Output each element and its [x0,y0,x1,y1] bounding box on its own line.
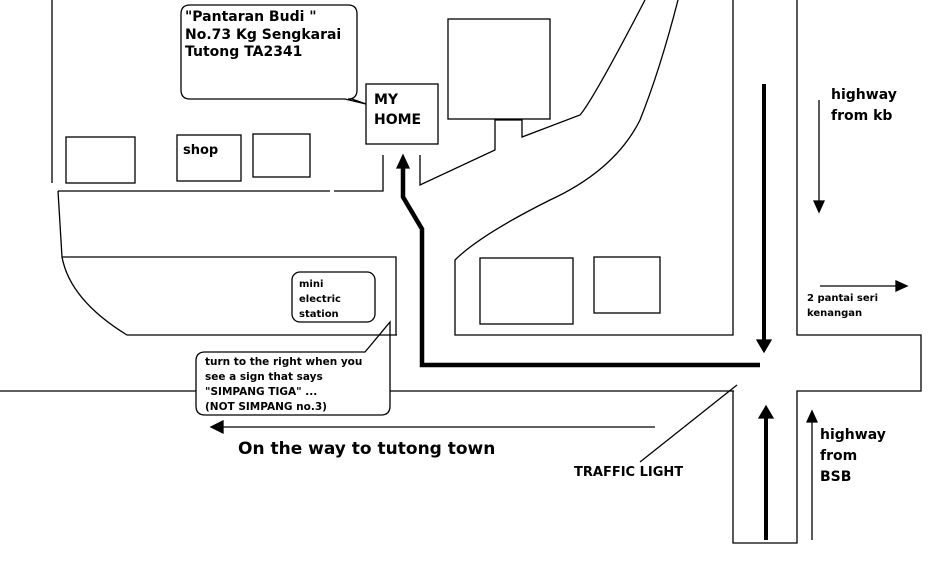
arrow-head-up-icon [757,404,775,419]
road-edge [58,155,384,192]
mini-station-label: mini electric station [299,277,341,322]
station-line: mini [299,279,324,290]
highway-kb-label: highway from kb [831,85,897,127]
highway-bsb-line: BSB [820,469,852,485]
home-label-line: MY [374,92,399,108]
highway-bsb-label: highway from BSB [820,425,886,488]
direction-line: see a sign that says [205,371,323,383]
traffic-light-label: TRAFFIC LIGHT [574,465,684,480]
road-edge [57,190,397,335]
route-arrow-head-icon [395,153,411,169]
building [65,136,136,184]
address-line: Tutong TA2341 [185,44,303,60]
address-text: "Pantaran Budi " No.73 Kg Sengkarai Tuto… [185,9,341,62]
address-line: No.73 Kg Sengkarai [185,26,342,43]
arrow-head-up-icon [805,409,819,423]
pantai-line: 2 pantai seri [807,293,878,304]
station-line: electric [299,294,341,305]
direction-line: "SIMPANG TIGA" ... [205,386,318,398]
highway-edge [732,0,922,544]
shop-label: shop [183,143,219,158]
building [447,18,551,120]
highway-bsb-line: highway [820,427,886,443]
shop-building [176,134,242,182]
home-label: MY HOME [374,90,421,130]
highway-bsb-line: from [820,448,858,464]
direction-line: turn to the right when you [205,356,363,368]
home-building [365,83,439,145]
pantai-line: kenangan [807,308,863,319]
arrow-head-down-icon [755,339,773,354]
station-line: station [299,309,339,320]
arrow-head-down-icon [812,200,826,214]
arrow-head-right-icon [895,279,909,293]
address-line: "Pantaran Budi " [185,9,317,25]
tutong-label: On the way to tutong town [238,439,496,459]
mini-station-bubble-shape [291,271,376,323]
road-edge [61,256,397,336]
building [252,133,311,178]
traffic-light-pointer [639,384,738,463]
building [479,257,574,325]
highway-kb-line: highway [831,87,897,103]
highway-kb-line: from kb [831,108,893,124]
direction-bubble-shape [195,320,391,416]
address-bubble-shape [180,4,367,105]
route-path [400,165,760,368]
direction-line: (NOT SIMPANG no.3) [205,401,327,413]
home-label-line: HOME [374,112,422,128]
curved-road-edge [454,0,734,336]
arrow-head-left-icon [209,419,224,435]
pantai-label: 2 pantai seri kenangan [807,291,878,321]
direction-text: turn to the right when you see a sign th… [205,355,362,415]
curved-road-edge [419,0,646,187]
building [593,256,661,314]
